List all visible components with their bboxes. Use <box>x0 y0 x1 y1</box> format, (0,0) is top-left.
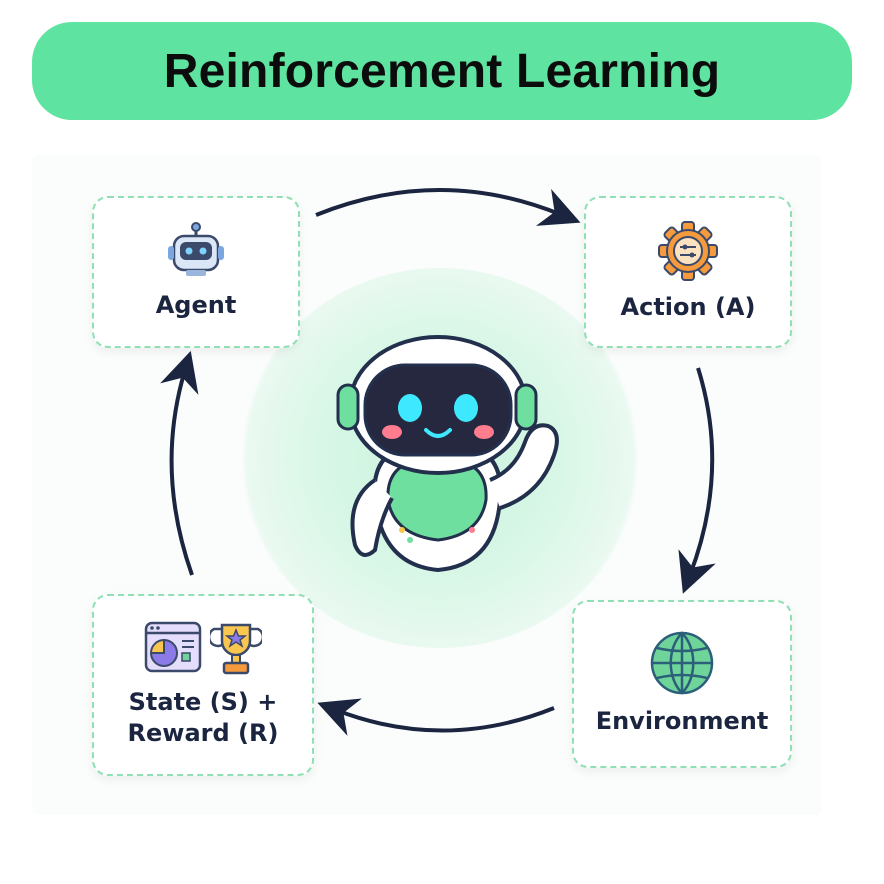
node-state-reward: State (S) + Reward (R) <box>92 594 314 776</box>
node-label-line-2: Reward (R) <box>127 719 279 747</box>
node-label: State (S) + Reward (R) <box>128 687 279 749</box>
node-label: Action (A) <box>620 293 756 322</box>
dashboard-chart-icon <box>144 621 202 673</box>
node-agent: Agent <box>92 196 300 348</box>
robot-head-icon <box>168 222 224 277</box>
node-label-line-1: State (S) + <box>128 687 278 716</box>
node-label: Agent <box>155 291 237 320</box>
node-environment: Environment <box>572 600 792 768</box>
arrow-agent-to-action <box>315 188 581 226</box>
node-action: Action (A) <box>584 196 792 348</box>
gear-sliders-icon <box>658 221 718 282</box>
arrow-state-to-agent <box>160 350 199 576</box>
title-banner: Reinforcement Learning <box>32 22 852 120</box>
node-label: Environment <box>595 707 769 736</box>
robot-mascot-illustration <box>336 335 559 573</box>
arrow-action-to-environment <box>678 367 716 594</box>
page-title: Reinforcement Learning <box>163 44 721 98</box>
globe-icon <box>650 631 714 696</box>
trophy-icon <box>210 623 262 675</box>
arrow-environment-to-state <box>317 698 555 736</box>
